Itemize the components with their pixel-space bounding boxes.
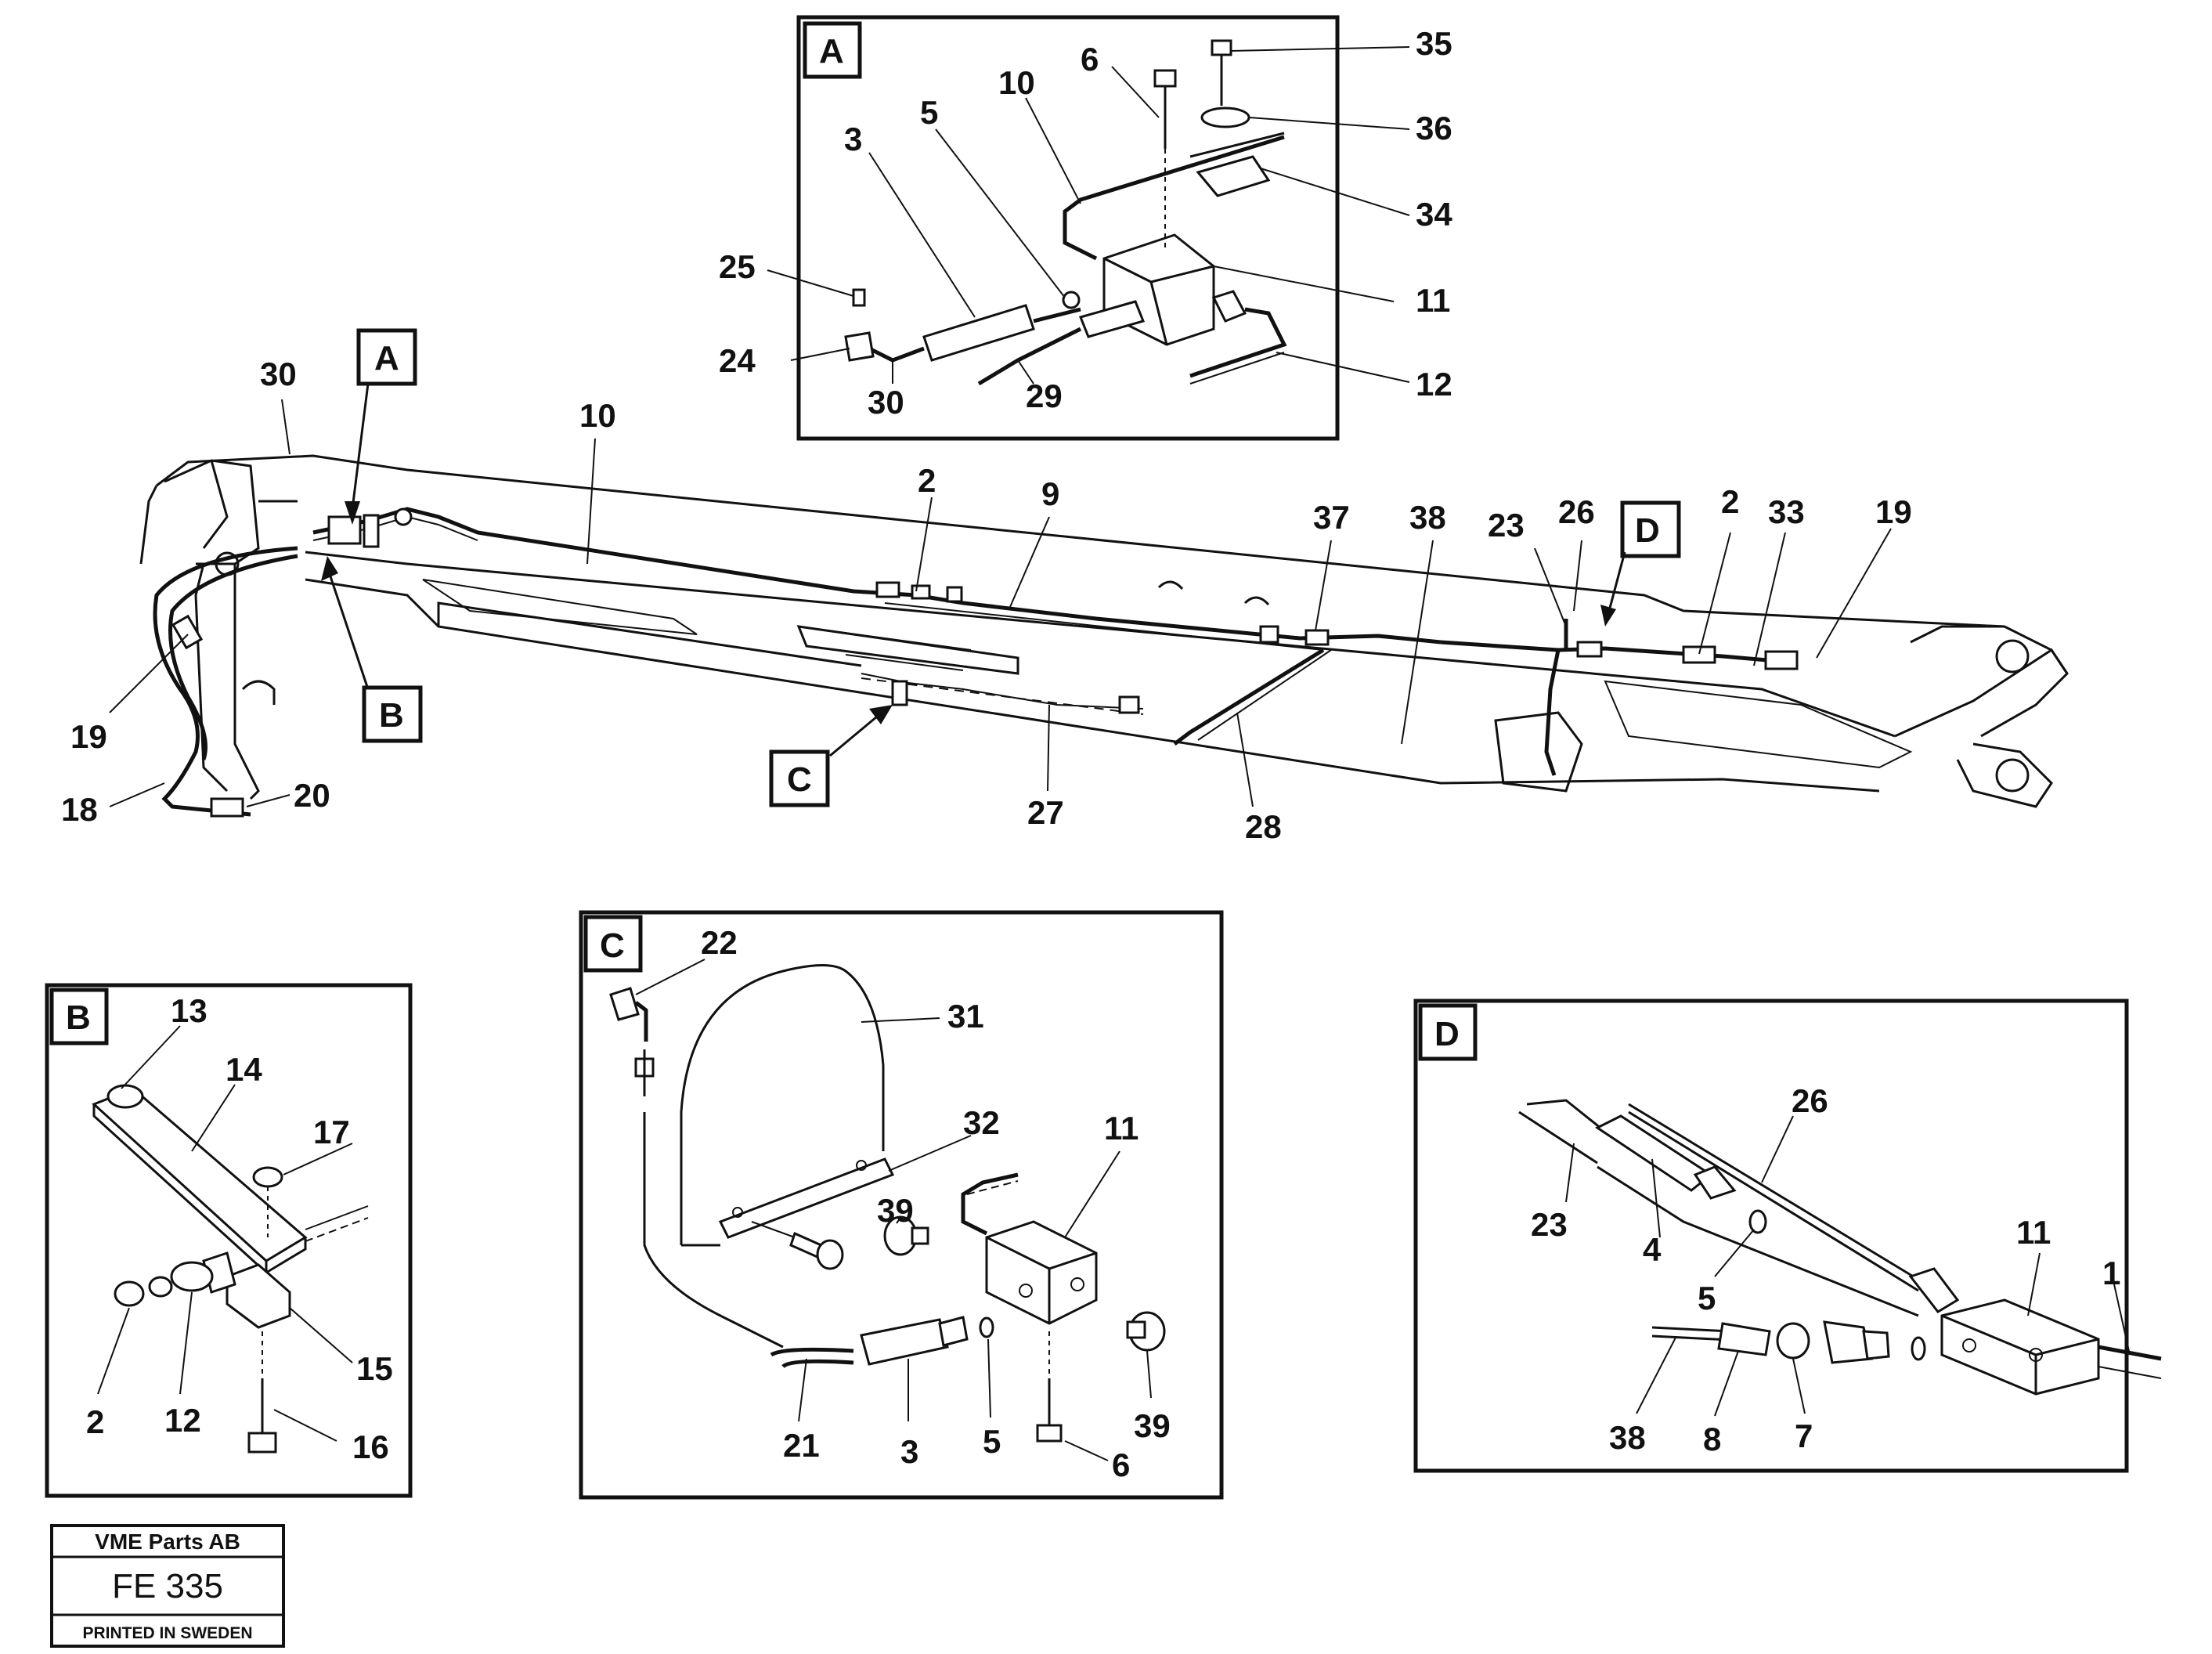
label-d-4: 4 <box>1643 1231 1662 1268</box>
inset-b: B 13 14 17 15 2 12 16 <box>45 983 413 1498</box>
label-10: 10 <box>579 397 616 434</box>
label-a-6: 6 <box>1081 41 1099 78</box>
label-c-11: 11 <box>1104 1110 1138 1147</box>
label-d-11: 11 <box>2016 1214 2051 1251</box>
label-a-35: 35 <box>1416 25 1452 62</box>
callouts: A B C D <box>321 328 1681 807</box>
label-a-10: 10 <box>998 64 1035 101</box>
label-b-14: 14 <box>226 1051 262 1088</box>
label-c-5: 5 <box>983 1423 1001 1460</box>
label-26: 26 <box>1558 493 1595 530</box>
callout-b-box <box>362 685 423 743</box>
label-d-26: 26 <box>1792 1082 1828 1119</box>
label-c-21: 21 <box>783 1427 820 1464</box>
label-20: 20 <box>294 777 330 814</box>
label-a-11: 11 <box>1416 282 1450 319</box>
label-b-13: 13 <box>171 992 207 1029</box>
label-a-5: 5 <box>920 94 938 131</box>
callout-c-box <box>769 749 830 807</box>
label-2: 2 <box>1721 483 1739 520</box>
label-c-22: 22 <box>701 924 738 961</box>
stamp-company: VME Parts AB <box>95 1529 240 1554</box>
label-2: 2 <box>918 462 936 499</box>
label-19: 19 <box>1875 493 1912 530</box>
label-c-39: 39 <box>1134 1407 1171 1444</box>
label-19: 19 <box>70 718 107 755</box>
label-a-25: 25 <box>719 248 756 285</box>
inset-c-tag: C <box>600 926 625 965</box>
label-c-32: 32 <box>963 1104 1000 1141</box>
title-stamp: VME Parts AB FE 335 PRINTED IN SWEDEN <box>50 1524 285 1648</box>
label-37: 37 <box>1313 499 1350 536</box>
label-c-6: 6 <box>1112 1446 1130 1483</box>
label-c-31: 31 <box>947 998 984 1035</box>
label-b-12: 12 <box>164 1402 201 1439</box>
main-leaders <box>109 399 1892 807</box>
callout-a-box <box>356 328 417 386</box>
callout-a: A <box>374 339 399 377</box>
label-28: 28 <box>1245 808 1282 845</box>
label-a-3: 3 <box>844 121 862 157</box>
stamp-printed: PRINTED IN SWEDEN <box>82 1624 252 1642</box>
label-c-39: 39 <box>877 1192 914 1229</box>
label-23: 23 <box>1488 507 1525 544</box>
label-b-17: 17 <box>313 1114 350 1150</box>
inset-a: A <box>719 15 1452 441</box>
label-33: 33 <box>1768 493 1805 530</box>
label-9: 9 <box>1041 475 1059 512</box>
label-18: 18 <box>61 791 98 828</box>
label-d-8: 8 <box>1703 1421 1721 1457</box>
label-a-12: 12 <box>1416 366 1452 403</box>
callout-c: C <box>787 760 812 799</box>
label-38: 38 <box>1409 499 1446 536</box>
callout-d-box <box>1620 500 1681 558</box>
label-b-15: 15 <box>356 1350 393 1387</box>
inset-a-tag: A <box>819 32 844 70</box>
label-a-24: 24 <box>719 342 756 379</box>
label-27: 27 <box>1027 794 1064 831</box>
boom-arm <box>139 454 2069 808</box>
stamp-code: FE 335 <box>112 1567 223 1605</box>
label-30: 30 <box>260 356 297 392</box>
label-a-29: 29 <box>1026 377 1063 414</box>
label-a-36: 36 <box>1416 110 1452 146</box>
callout-d: D <box>1635 511 1660 550</box>
main-labels: 30 10 2 9 37 38 23 26 2 33 19 19 18 20 2… <box>61 356 1912 845</box>
label-d-1: 1 <box>2102 1255 2120 1291</box>
label-d-7: 7 <box>1795 1417 1813 1454</box>
callout-b: B <box>379 696 404 735</box>
label-b-16: 16 <box>352 1428 389 1465</box>
label-d-23: 23 <box>1531 1206 1568 1243</box>
label-d-5: 5 <box>1698 1280 1716 1316</box>
inset-d: D <box>1413 999 2162 1473</box>
inset-b-tag: B <box>66 999 91 1037</box>
label-a-30: 30 <box>868 384 904 421</box>
label-d-38: 38 <box>1609 1419 1646 1456</box>
inset-d-tag: D <box>1434 1015 1460 1053</box>
hydraulic-lines <box>153 507 1799 818</box>
inset-c: C <box>579 910 1224 1500</box>
label-a-34: 34 <box>1416 196 1452 233</box>
label-c-3: 3 <box>900 1433 918 1470</box>
label-b-2: 2 <box>86 1403 104 1440</box>
